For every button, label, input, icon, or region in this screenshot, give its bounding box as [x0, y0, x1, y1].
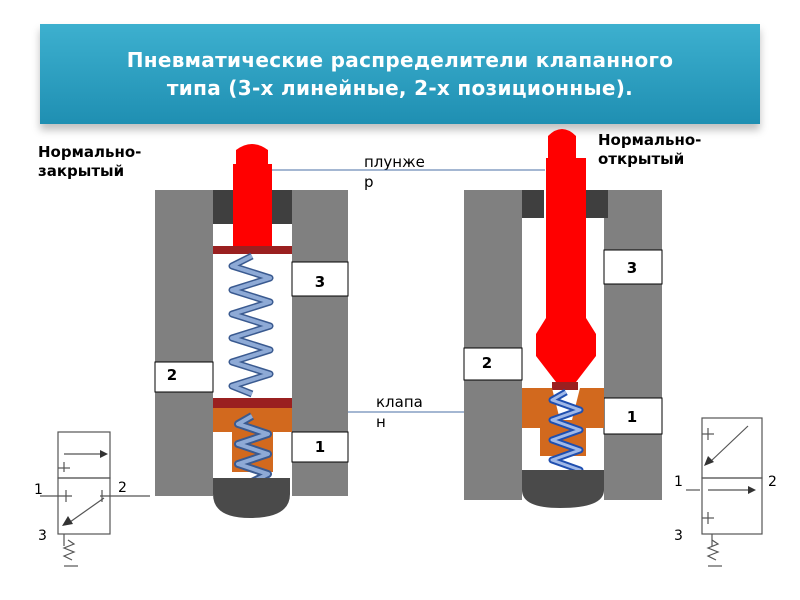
no-body-left-lower — [464, 380, 522, 500]
no-body-right-mid — [604, 284, 662, 398]
no-body-right-bottom — [604, 434, 662, 500]
no-symbol-port-2-label: 2 — [768, 474, 777, 490]
label-valve: клапа н — [376, 393, 423, 431]
nc-bottom-cap — [213, 478, 290, 518]
nc-port-1-channel — [291, 431, 349, 463]
no-symbol-spring — [706, 539, 720, 561]
nc-port-2-label: 2 — [167, 366, 177, 384]
no-port-1-label: 1 — [627, 408, 637, 426]
label-plunger: плунже р — [364, 153, 425, 191]
nc-body-right-top — [292, 190, 348, 262]
nc-seal-right — [272, 190, 292, 224]
nc-port-1-label: 1 — [315, 438, 325, 456]
nc-symbol-port-1-label: 1 — [34, 482, 43, 498]
label-normally-open: Нормально- открытый — [598, 131, 702, 168]
no-bottom-cap — [522, 470, 604, 508]
no-symbol-port-1-label: 1 — [674, 474, 683, 490]
nc-body-right-bottom — [292, 462, 348, 496]
no-plunger-button — [548, 129, 576, 158]
no-plunger-flange — [552, 382, 578, 390]
no-symbol-arrowhead — [748, 486, 756, 494]
no-port-2-label: 2 — [482, 354, 492, 372]
no-symbol-port-3-label: 3 — [674, 528, 683, 544]
no-port-3-label: 3 — [627, 259, 637, 277]
nc-symbol-port-3-label: 3 — [38, 528, 47, 544]
no-symbol-diagonal — [709, 425, 749, 463]
nc-valve-seat — [213, 398, 292, 408]
no-symbol-top-box — [701, 417, 763, 479]
no-symbol-diagonal-arrowhead — [704, 456, 714, 466]
no-port-3-channel — [603, 249, 663, 285]
nc-body-left-lower — [155, 392, 213, 496]
nc-seal-left — [213, 190, 233, 224]
title-banner: Пневматические распределители клапанного… — [40, 24, 760, 124]
valve-normally-open: 3 2 1 — [463, 129, 663, 508]
nc-lower-spring-highlight — [236, 414, 270, 484]
nc-body-right-mid — [292, 296, 348, 432]
no-plunger-rod — [546, 158, 586, 318]
no-plunger-tip — [536, 318, 596, 382]
nc-plunger-button — [236, 144, 268, 164]
nc-port-3-label: 3 — [315, 273, 325, 291]
no-seal-left — [522, 190, 544, 218]
nc-symbol-port-2-label: 2 — [118, 480, 127, 496]
no-body-left-upper — [464, 190, 522, 350]
nc-port-3-channel — [291, 261, 349, 297]
nc-port-2-channel — [154, 361, 214, 393]
nc-symbol-diagonal-arrowhead — [62, 516, 73, 526]
no-symbol-bottom-box — [701, 477, 763, 535]
symbol-normally-closed: 1 2 3 — [34, 431, 150, 567]
no-port-2-channel — [463, 347, 523, 381]
nc-plunger-rod — [233, 164, 272, 246]
nc-plunger-flange — [213, 246, 292, 254]
valve-normally-closed: 3 2 1 — [154, 144, 349, 518]
nc-symbol-bottom-box — [57, 477, 111, 535]
nc-upper-spring-highlight — [230, 254, 272, 396]
slide-title: Пневматические распределители клапанного… — [126, 48, 674, 100]
label-normally-closed: Нормально- закрытый — [38, 143, 142, 180]
nc-symbol-spring — [62, 539, 76, 561]
no-valve-disc — [522, 388, 604, 428]
symbol-normally-open: 1 2 3 — [674, 417, 777, 567]
nc-symbol-top-arrowhead — [100, 450, 108, 458]
nc-symbol-diagonal — [69, 497, 105, 523]
no-body-right-top — [604, 190, 662, 250]
no-seal-right — [586, 190, 608, 218]
nc-body-left-upper — [155, 190, 213, 362]
